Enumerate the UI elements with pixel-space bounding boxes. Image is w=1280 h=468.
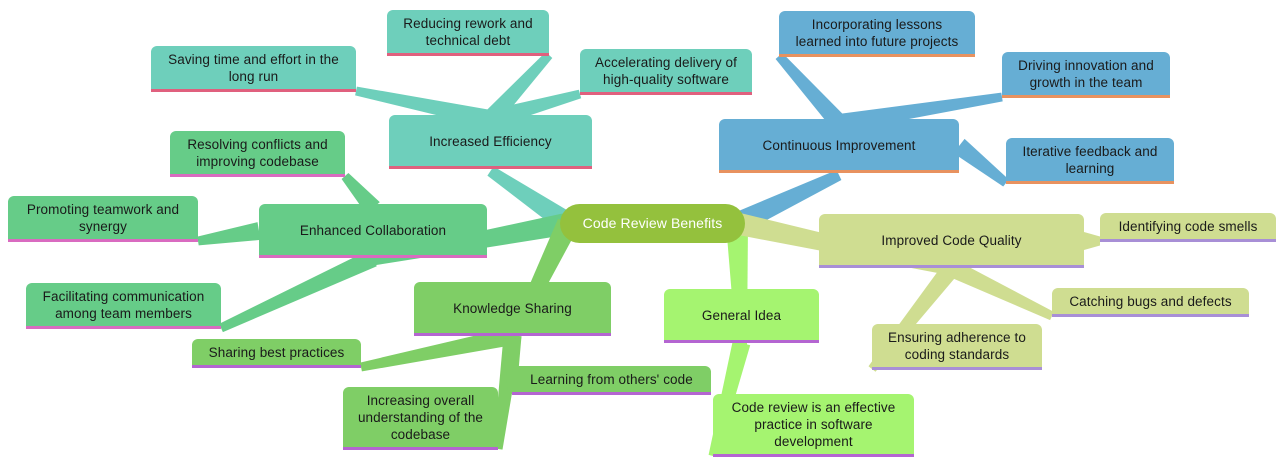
branch-node[interactable]: Increased Efficiency — [389, 115, 592, 169]
leaf-node[interactable]: Sharing best practices — [192, 339, 361, 368]
connector — [775, 53, 846, 129]
node-label: Enhanced Collaboration — [299, 222, 447, 238]
connector — [1084, 232, 1100, 250]
leaf-node[interactable]: Reducing rework and technical debt — [387, 10, 549, 56]
node-label: Catching bugs and defects — [1069, 294, 1232, 309]
node-label: Saving time and effort in the long run — [168, 52, 339, 84]
leaf-node[interactable]: Promoting teamwork and synergy — [8, 196, 198, 242]
connector — [732, 170, 842, 234]
node-label: Increased Efficiency — [429, 133, 552, 149]
branch-node[interactable]: Enhanced Collaboration — [259, 204, 487, 258]
branch-node[interactable]: Continuous Improvement — [719, 119, 959, 173]
connector — [219, 249, 377, 333]
leaf-node[interactable]: Accelerating delivery of high-quality so… — [580, 49, 752, 95]
central-node[interactable]: Code Review Benefits — [560, 204, 745, 243]
node-label: Facilitating communication among team me… — [42, 289, 205, 321]
node-label: Driving innovation and growth in the tea… — [1018, 58, 1154, 90]
node-label: Incorporating lessons learned into futur… — [795, 17, 959, 49]
node-label: Improved Code Quality — [881, 232, 1022, 248]
node-label: Identifying code smells — [1118, 219, 1258, 234]
connector — [953, 138, 1009, 187]
node-label: Knowledge Sharing — [453, 300, 572, 316]
branch-node[interactable]: Improved Code Quality — [819, 214, 1084, 268]
leaf-node[interactable]: Resolving conflicts and improving codeba… — [170, 131, 345, 177]
node-label: Ensuring adherence to coding standards — [888, 330, 1026, 362]
leaf-node[interactable]: Code review is an effective practice in … — [713, 394, 914, 457]
leaf-node[interactable]: Learning from others' code — [512, 366, 711, 395]
connector — [341, 173, 380, 214]
leaf-node[interactable]: Catching bugs and defects — [1052, 288, 1249, 317]
node-label: Promoting teamwork and synergy — [26, 202, 180, 234]
connector — [483, 52, 553, 126]
node-label: General Idea — [701, 307, 782, 323]
node-label: Accelerating delivery of high-quality so… — [595, 55, 737, 87]
leaf-node[interactable]: Incorporating lessons learned into futur… — [779, 11, 975, 57]
node-label: Continuous Improvement — [762, 137, 916, 153]
node-label: Sharing best practices — [208, 345, 345, 360]
leaf-node[interactable]: Driving innovation and growth in the tea… — [1002, 52, 1170, 98]
connector — [360, 327, 515, 372]
leaf-node[interactable]: Iterative feedback and learning — [1006, 138, 1174, 184]
node-label: Iterative feedback and learning — [1022, 144, 1158, 176]
leaf-node[interactable]: Facilitating communication among team me… — [26, 283, 221, 329]
node-label: Learning from others' code — [530, 372, 693, 387]
node-label: Resolving conflicts and improving codeba… — [187, 137, 328, 169]
leaf-node[interactable]: Saving time and effort in the long run — [151, 46, 356, 92]
node-label: Reducing rework and technical debt — [403, 16, 533, 48]
branch-node[interactable]: Knowledge Sharing — [414, 282, 611, 336]
node-label: Code review is an effective practice in … — [731, 400, 896, 449]
branch-node[interactable]: General Idea — [664, 289, 819, 343]
leaf-node[interactable]: Increasing overall understanding of the … — [343, 387, 498, 450]
node-label: Increasing overall understanding of the … — [357, 393, 484, 442]
connector — [947, 259, 1054, 321]
connector — [197, 222, 261, 246]
node-label: Code Review Benefits — [582, 215, 723, 231]
leaf-node[interactable]: Ensuring adherence to coding standards — [872, 324, 1042, 370]
leaf-node[interactable]: Identifying code smells — [1100, 213, 1276, 242]
